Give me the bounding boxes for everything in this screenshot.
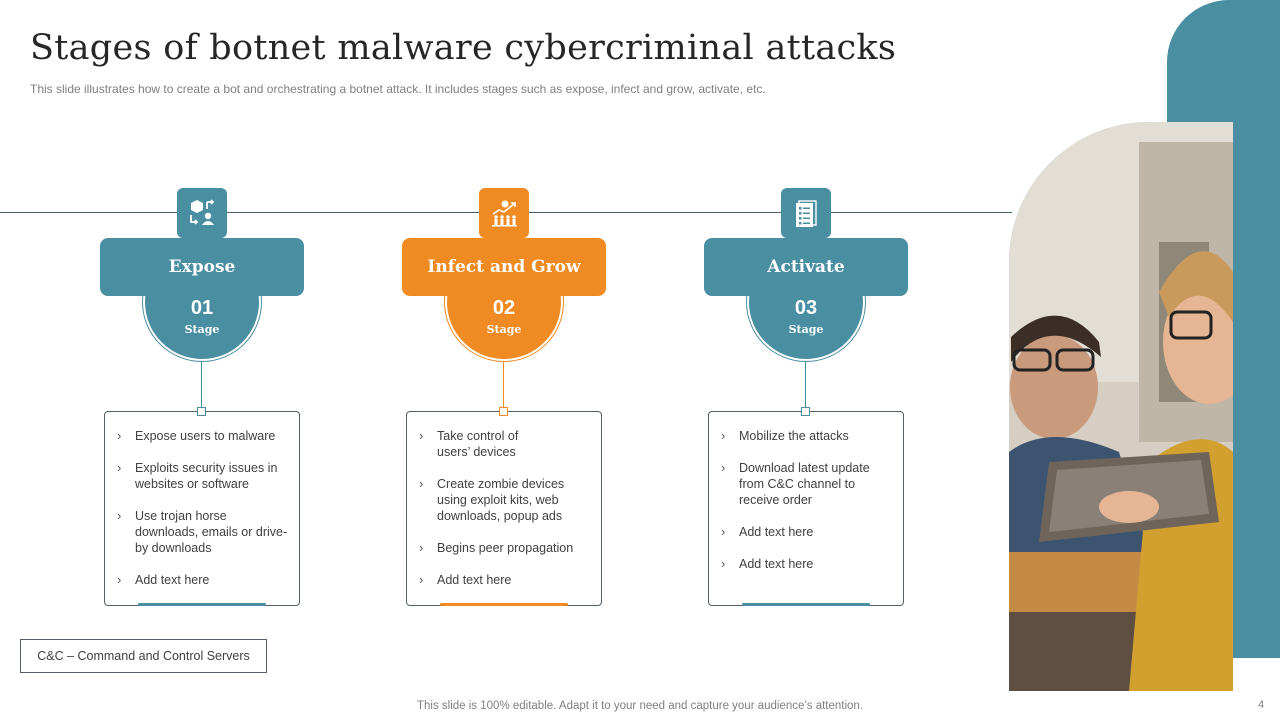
page-subtitle: This slide illustrates how to create a b…	[30, 82, 766, 96]
stage-card: Expose users to malware Exploits securit…	[104, 411, 300, 606]
stage-number: 03	[794, 297, 818, 319]
transfer-user-icon	[190, 199, 215, 225]
list-item: Expose users to malware	[115, 428, 289, 444]
stage-expose: Expose 01 Stage Expose users to malware …	[100, 188, 304, 608]
stage-icon-box	[177, 188, 227, 238]
connector-node	[499, 407, 508, 416]
cc-legend-box: C&C – Command and Control Servers	[20, 639, 267, 673]
list-item: Add text here	[719, 556, 893, 572]
stage-number: 02	[492, 297, 516, 319]
page-number: 4	[1258, 699, 1265, 711]
card-accent-bar	[440, 603, 568, 606]
list-item: Add text here	[719, 524, 893, 540]
stage-word: Stage	[184, 323, 220, 336]
list-item: Begins peer propagation	[417, 540, 591, 556]
list-item: Add text here	[115, 572, 289, 588]
list-item: Take control of users’ devices	[417, 428, 591, 460]
stage-infect-and-grow: Infect and Grow 02 Stage Take control of…	[402, 188, 606, 608]
stage-word: Stage	[486, 323, 522, 336]
office-photo	[1009, 122, 1233, 691]
stage-icon-box	[781, 188, 831, 238]
connector-node	[197, 407, 206, 416]
page-title: Stages of botnet malware cybercriminal a…	[30, 28, 897, 68]
stage-label: Activate	[704, 238, 908, 296]
list-item: Exploits security issues in websites or …	[115, 460, 289, 492]
stage-icon-box	[479, 188, 529, 238]
card-accent-bar	[742, 603, 870, 606]
stage-label: Expose	[100, 238, 304, 296]
footer-note: This slide is 100% editable. Adapt it to…	[416, 700, 864, 712]
connector-line	[503, 362, 504, 407]
list-item: Mobilize the attacks	[719, 428, 893, 444]
connector-node	[801, 407, 810, 416]
growth-people-icon	[492, 200, 517, 227]
connector-line	[805, 362, 806, 407]
list-item: Create zombie devices using exploit kits…	[417, 476, 591, 524]
stage-word: Stage	[788, 323, 824, 336]
connector-line	[201, 362, 202, 407]
stage-activate: Activate 03 Stage Mobilize the attacks D…	[704, 188, 908, 608]
stage-label: Infect and Grow	[402, 238, 606, 296]
two-people-with-tablet-photo	[1009, 122, 1233, 691]
card-accent-bar	[138, 603, 266, 606]
list-item: Add text here	[417, 572, 591, 588]
checklist-document-icon	[796, 200, 817, 227]
stage-card: Mobilize the attacks Download latest upd…	[708, 411, 904, 606]
stage-card: Take control of users’ devices Create zo…	[406, 411, 602, 606]
stage-number: 01	[190, 297, 214, 319]
list-item: Download latest update from C&C channel …	[719, 460, 893, 508]
list-item: Use trojan horse downloads, emails or dr…	[115, 508, 289, 556]
